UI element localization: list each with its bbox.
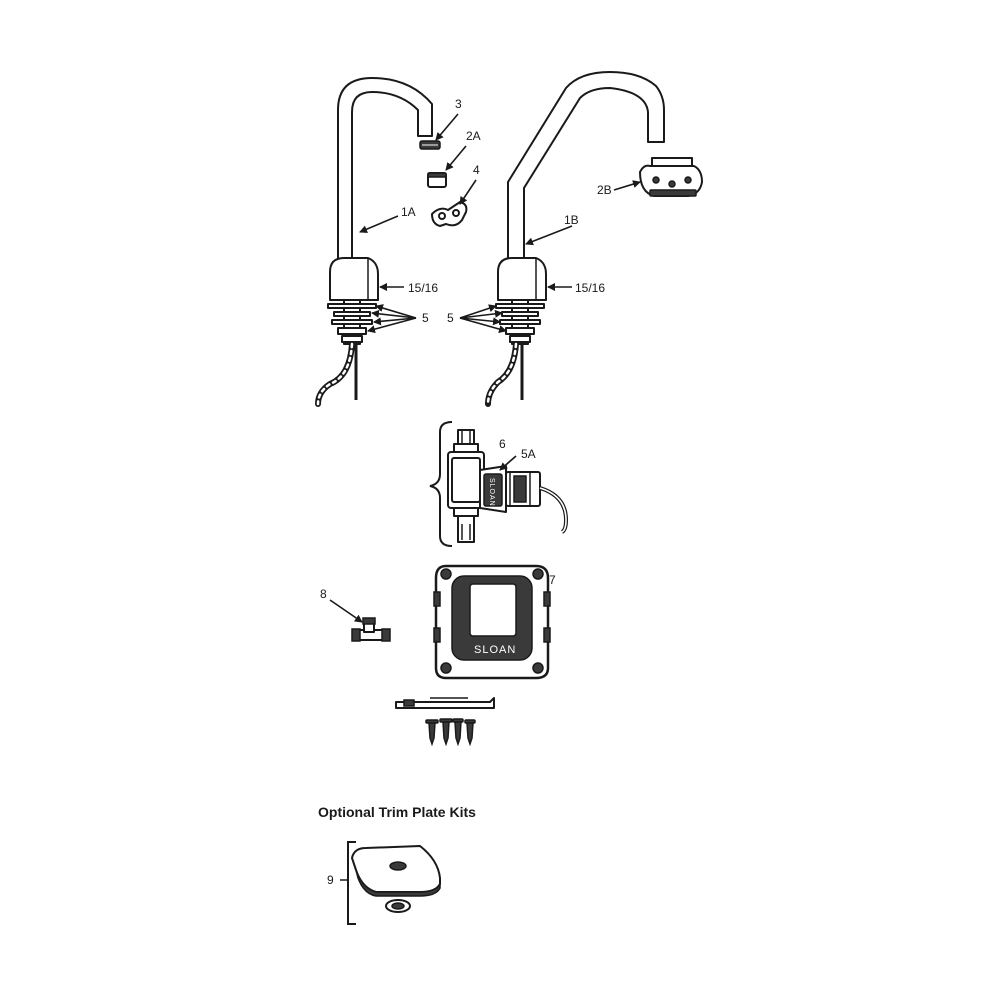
- part-2a-insert: [427, 172, 447, 188]
- label-3: 3: [455, 97, 462, 111]
- part-8-tee-fitting: [351, 617, 391, 642]
- label-2a: 2A: [466, 129, 481, 143]
- solenoid-valve-assembly: SLOAN: [429, 421, 569, 547]
- mounting-screws: [425, 718, 476, 747]
- label-5-right: 5: [447, 311, 454, 325]
- label-4: 4: [473, 163, 480, 177]
- faucet-1b: [485, 71, 665, 407]
- valve-brand-text: SLOAN: [488, 478, 495, 507]
- label-5a: 5A: [521, 447, 536, 461]
- sensor-module: SLOAN: [433, 564, 551, 680]
- label-5-left: 5: [422, 311, 429, 325]
- label-8: 8: [320, 587, 327, 601]
- label-size-right: 15/16: [575, 281, 605, 295]
- label-1a: 1A: [401, 205, 416, 219]
- part-labels: 3 2A 4 1A 15/16 5 1B 2B 15/16 5 6 5A 7 8…: [318, 97, 612, 887]
- label-1b: 1B: [564, 213, 579, 227]
- part-2b-spray-head: [639, 157, 703, 197]
- label-9: 9: [327, 873, 334, 887]
- faucet-1a: [315, 77, 433, 407]
- label-6: 6: [499, 437, 506, 451]
- label-size-left: 15/16: [408, 281, 438, 295]
- leader-arrows: [329, 113, 641, 623]
- sensor-brand-text: SLOAN: [474, 644, 516, 656]
- mounting-strip: [395, 697, 495, 709]
- part-9-trim-plate-kit: [340, 841, 441, 925]
- part-3-aerator: [419, 140, 441, 150]
- label-2b: 2B: [597, 183, 612, 197]
- label-7: 7: [549, 573, 556, 587]
- part-4-wrench: [431, 201, 468, 227]
- optional-kits-heading: Optional Trim Plate Kits: [318, 804, 476, 820]
